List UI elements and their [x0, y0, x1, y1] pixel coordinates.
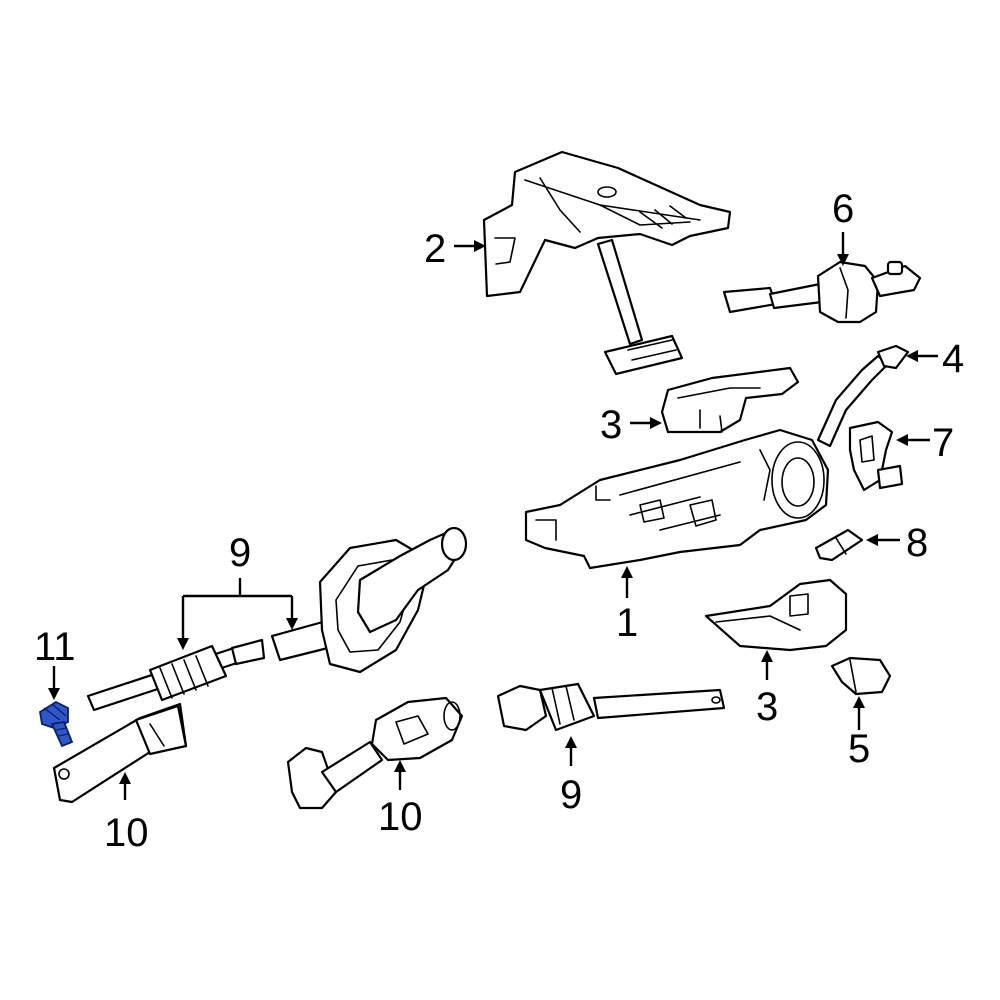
callout-11: 11 [34, 625, 76, 669]
callout-10-left: 10 [104, 811, 149, 855]
callout-6: 6 [832, 187, 854, 231]
callout-leaders [48, 232, 938, 800]
callout-10-mid: 10 [378, 795, 423, 839]
callout-9-bottom: 9 [560, 773, 582, 817]
part-3-upper-shroud[interactable] [660, 366, 800, 434]
part-6-switch[interactable] [722, 260, 922, 324]
callout-9-top: 9 [229, 531, 251, 575]
part-3-lower-shroud[interactable] [704, 578, 848, 652]
part-8-pin[interactable] [814, 528, 864, 562]
callout-4: 4 [942, 337, 964, 381]
callout-3-top: 3 [600, 403, 622, 447]
part-10-universal-joint-mid[interactable] [286, 696, 464, 810]
callout-2: 2 [424, 227, 446, 271]
part-9-intermediate-shaft[interactable] [86, 526, 468, 712]
callout-8: 8 [906, 521, 928, 565]
part-1-steering-column[interactable] [524, 428, 830, 570]
part-4-lever[interactable] [816, 344, 910, 448]
part-11-bolt[interactable] [39, 700, 74, 748]
callout-3-bottom: 3 [756, 685, 778, 729]
callout-1: 1 [616, 601, 638, 645]
part-10-lower-joint-left[interactable] [52, 702, 188, 804]
part-9-lower-shaft[interactable] [496, 682, 726, 732]
part-5-knob[interactable] [830, 656, 892, 696]
callout-7: 7 [932, 421, 954, 465]
part-7-sensor[interactable] [848, 420, 904, 492]
callout-5: 5 [848, 727, 870, 771]
part-2-column-bracket[interactable] [482, 150, 732, 376]
